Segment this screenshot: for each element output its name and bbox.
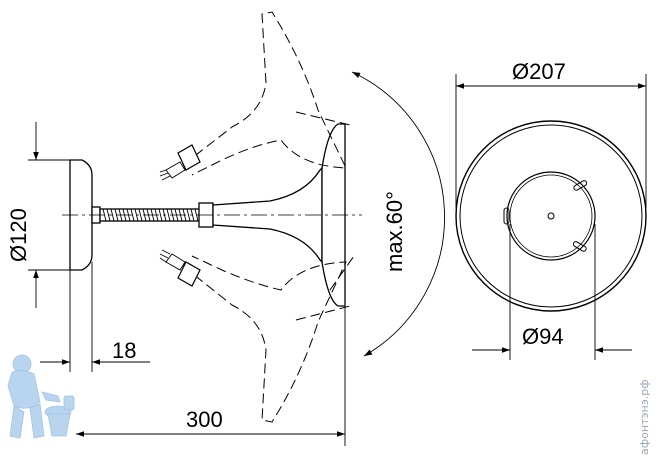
overall-length-label: 300	[186, 407, 223, 432]
flange-thickness-label: 18	[112, 338, 136, 363]
dim-flange-thickness	[40, 262, 150, 372]
swivel-angle-label: max.60°	[382, 191, 407, 272]
rose-inner-disc-inner	[509, 174, 593, 258]
watermark-text: афонтэнэ.рф	[638, 379, 651, 455]
dim-swivel-angle	[351, 71, 445, 357]
front-view	[455, 120, 647, 312]
slot-bottom-right	[572, 241, 587, 252]
swivel-upper-fitting	[159, 144, 201, 181]
dim-inner-diameter	[472, 224, 632, 360]
rose-outer-ring-inner	[459, 124, 643, 308]
rose-outer-ring	[455, 120, 647, 312]
rose-inner-disc	[506, 171, 596, 261]
slot-top-right	[573, 180, 588, 191]
swivel-lower-fitting	[159, 249, 201, 287]
rose-diameter-label: Ø207	[512, 59, 566, 84]
wall-flange	[69, 159, 93, 271]
center-hole	[547, 212, 555, 220]
dim-flange-diameter	[28, 122, 70, 308]
plumber-mascot-logo	[7, 354, 75, 439]
swivel-lower-ghost	[182, 255, 355, 423]
swivel-upper-ghost	[182, 11, 351, 176]
flange-diameter-label: Ø120	[6, 208, 31, 262]
slot-left	[503, 207, 510, 225]
dim-rose-diameter	[455, 74, 647, 208]
inner-diameter-label: Ø94	[522, 324, 564, 349]
dim-overall-length	[76, 306, 346, 446]
